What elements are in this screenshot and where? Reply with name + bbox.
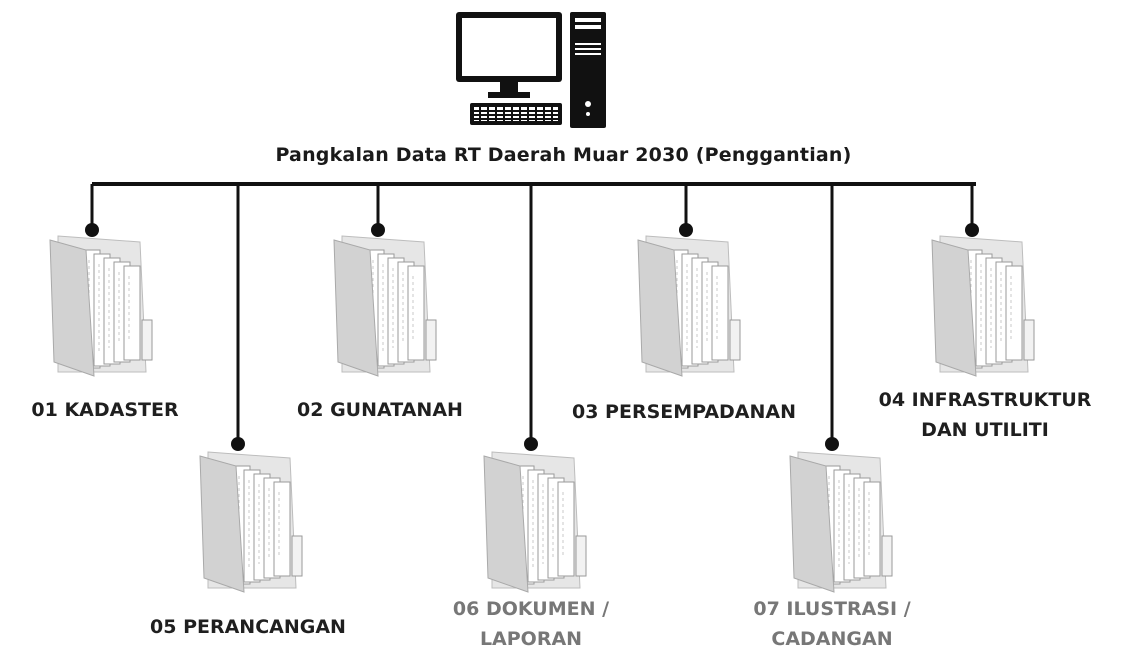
folder-label-line: DAN UTILITI [921,419,1049,441]
desktop-computer-icon [456,12,606,128]
folder-label-line: 07 ILUSTRASI / [753,598,911,620]
branch-connector [231,184,245,451]
folder-icon[interactable] [199,451,303,593]
folder-icon[interactable] [789,451,893,593]
folder-label-line: CADANGAN [771,628,893,650]
folder-label-line: 01 KADASTER [31,399,179,421]
folder-label-06: 06 DOKUMEN / LAPORAN [401,594,661,654]
branch-connector [825,184,839,451]
folder-label-line: 04 INFRASTRUKTUR [878,389,1092,411]
branch-connector [85,184,99,237]
folder-label-line: 02 GUNATANAH [297,399,463,421]
folder-label-03: 03 PERSEMPADANAN [554,397,814,427]
branch-connector [524,184,538,451]
folder-label-04: 04 INFRASTRUKTUR DAN UTILITI [855,385,1115,445]
folder-icon[interactable] [333,235,437,377]
folder-label-02: 02 GUNATANAH [250,395,510,425]
folder-icon[interactable] [637,235,741,377]
folder-label-05: 05 PERANCANGAN [118,612,378,642]
folder-label-07: 07 ILUSTRASI / CADANGAN [702,594,962,654]
folder-label-01: 01 KADASTER [0,395,235,425]
branch-connector [965,184,979,237]
folder-icon[interactable] [931,235,1035,377]
folder-icon[interactable] [49,235,153,377]
folder-icon[interactable] [483,451,587,593]
folder-label-line: 03 PERSEMPADANAN [571,401,797,423]
folder-label-line: LAPORAN [479,628,583,650]
root-title: Pangkalan Data RT Daerah Muar 2030 (Peng… [275,144,852,166]
folder-label-line: 06 DOKUMEN / [452,598,610,620]
branch-connector [371,184,385,237]
folder-label-line: 05 PERANCANGAN [150,616,346,638]
branch-connector [679,184,693,237]
